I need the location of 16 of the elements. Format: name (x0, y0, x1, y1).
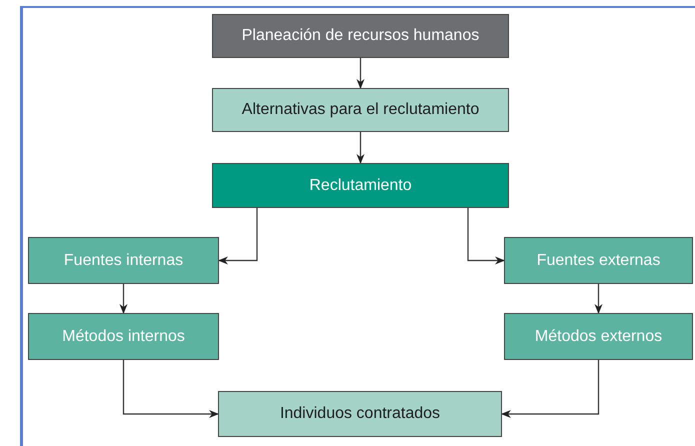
arrow (218, 208, 258, 264)
process-box: Alternativas para el reclutamiento (212, 88, 509, 132)
arrow (501, 360, 600, 418)
process-box: Métodos externos (504, 313, 693, 360)
process-box: Individuos contratados (218, 391, 502, 437)
arrow (594, 284, 602, 314)
process-box: Planeación de recursos humanos (212, 14, 509, 58)
arrow (122, 360, 219, 418)
process-box: Fuentes internas (28, 237, 219, 284)
arrow (356, 58, 364, 89)
arrow (356, 132, 364, 164)
process-box: Reclutamiento (212, 163, 509, 208)
process-box: Fuentes externas (504, 237, 693, 284)
arrow (120, 284, 128, 314)
process-box: Métodos internos (28, 313, 219, 360)
arrow (467, 208, 505, 264)
